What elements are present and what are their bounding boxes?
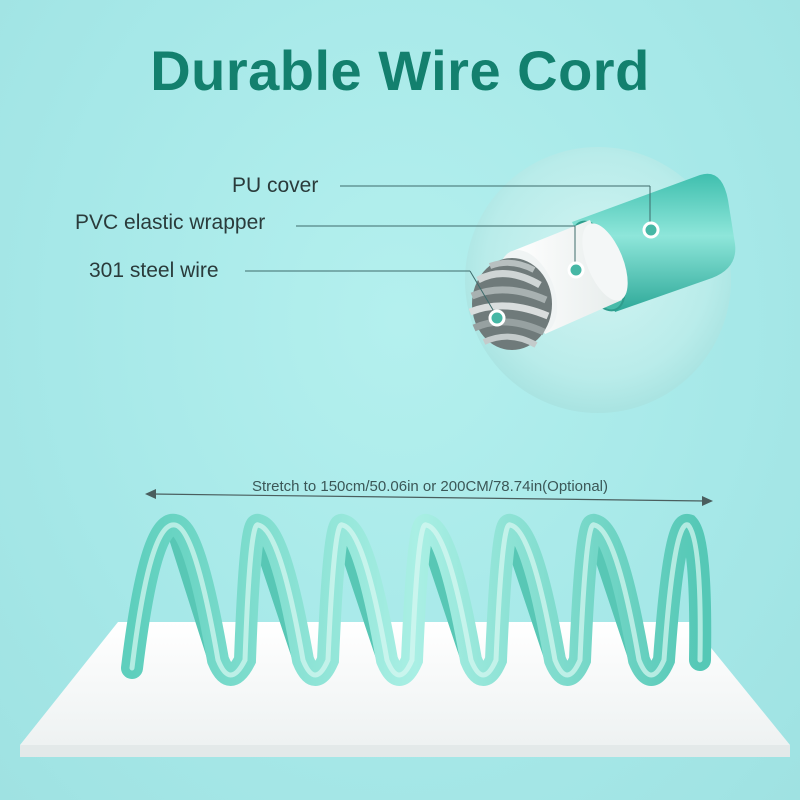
pu-cover-label: PU cover: [232, 174, 319, 197]
stretch-arrow: [145, 489, 713, 506]
coiled-cord: [121, 513, 712, 686]
cable-cross-section: [468, 173, 736, 350]
steel-wire-label: 301 steel wire: [89, 259, 219, 282]
pu-cover-marker: [642, 221, 660, 239]
pvc-wrapper-label: PVC elastic wrapper: [75, 211, 266, 234]
stretch-length-label: Stretch to 150cm/50.06in or 200CM/78.74i…: [251, 478, 609, 495]
pvc-wrapper-marker: [567, 261, 585, 279]
page-title: Durable Wire Cord: [150, 39, 650, 102]
steel-wire-marker: [488, 309, 506, 327]
steel-strands: [468, 258, 552, 350]
